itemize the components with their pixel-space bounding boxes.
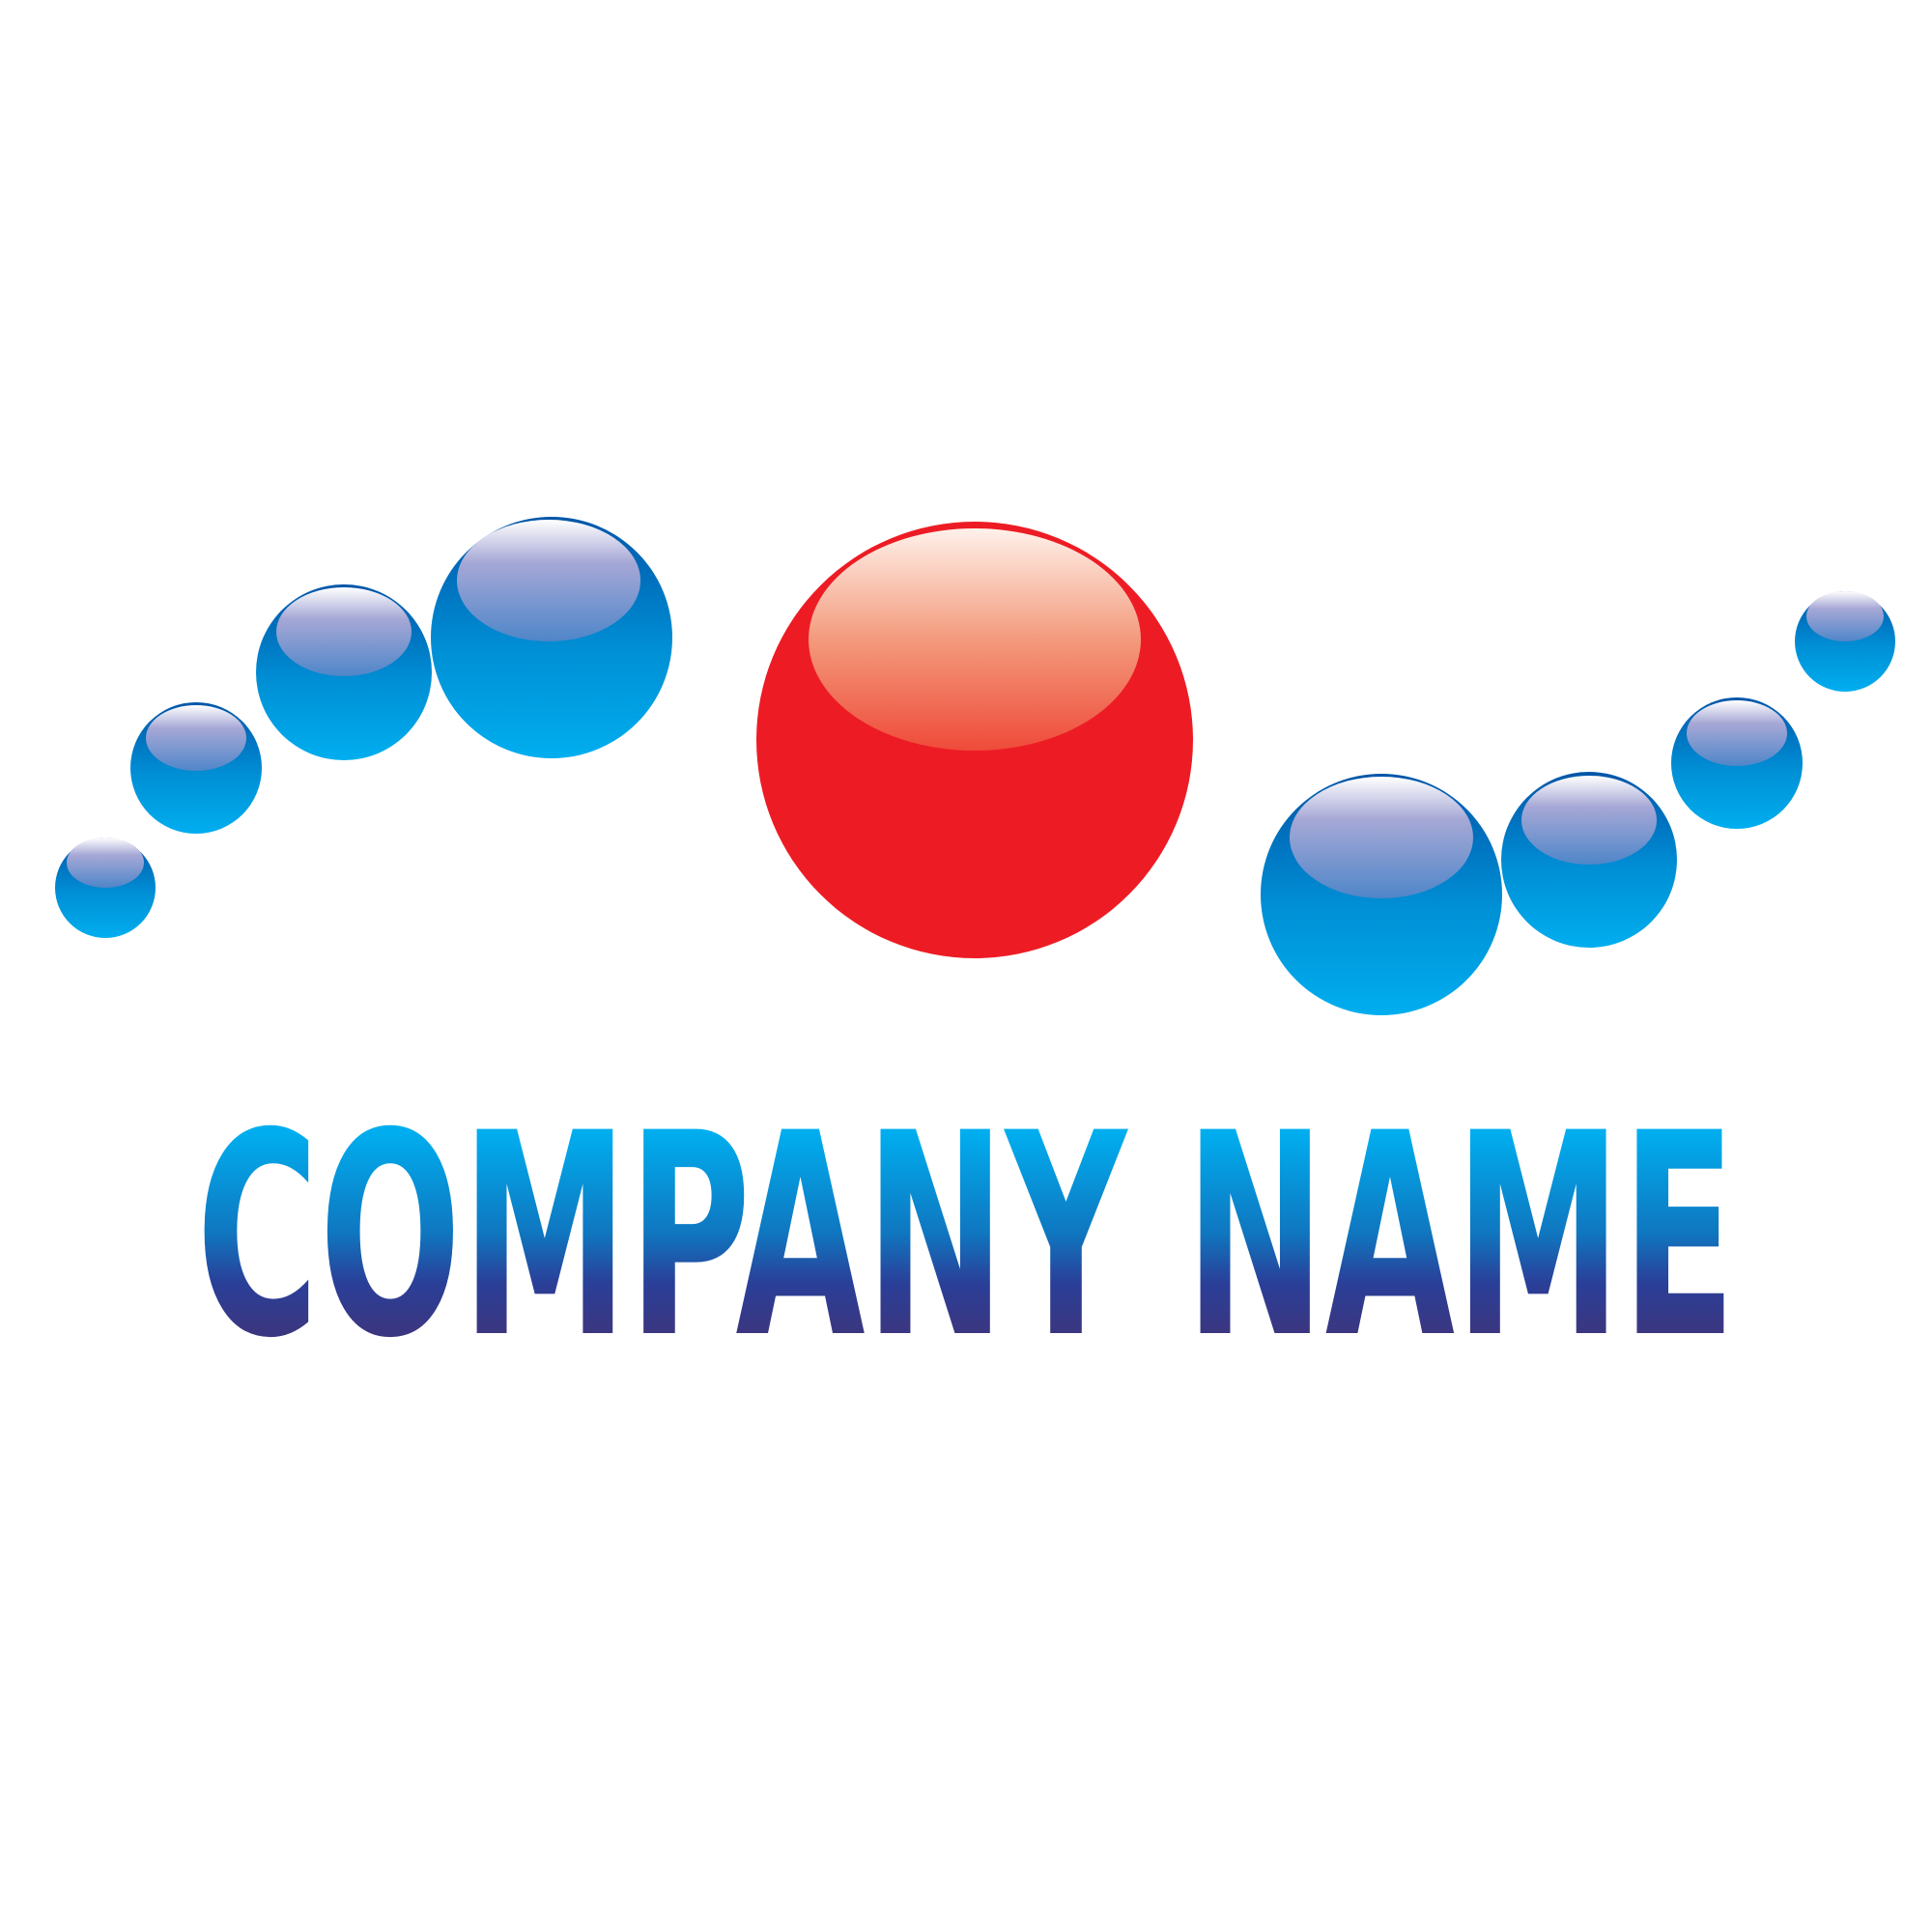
bubble-left-1: [55, 838, 156, 938]
bubble-right-3: [1671, 697, 1803, 829]
bubble-left-2: [130, 702, 262, 834]
bubble-left-3: [256, 584, 432, 760]
red-sphere: [756, 522, 1193, 958]
bubble-right-2: [1501, 772, 1677, 948]
bubble-left-4: [431, 517, 672, 758]
bubble-right-4: [1795, 591, 1895, 692]
bubble-right-1: [1261, 774, 1502, 1015]
